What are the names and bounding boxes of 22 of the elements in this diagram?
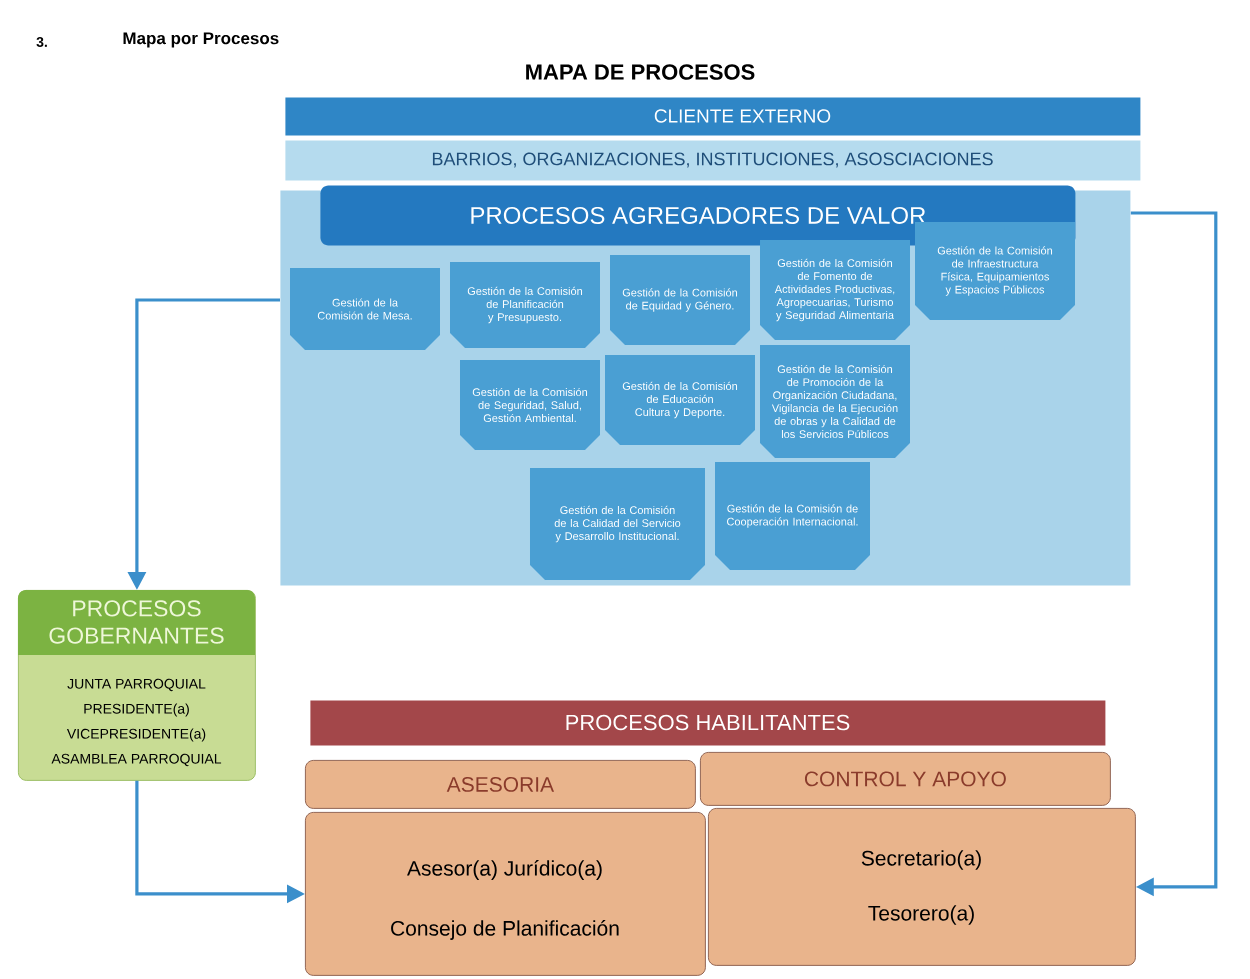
commission-box: Gestión de la Comisión de Seguridad, Salud, Gestión Ambiental.: [460, 360, 600, 450]
commission-box: Gestión de la Comisión de Fomento de Actividades Productivas, Agropecuarias, Turismo y Seguridad Alimentaria: [760, 240, 910, 340]
title-band: BARRIOS, ORGANIZACIONES, INSTITUCIONES, ASOSCIACIONES: [285, 140, 1141, 181]
commission-box: Gestión de la Comisión de Educación Cultura y Deporte.: [605, 355, 755, 445]
section-heading: Mapa por Procesos: [123, 32, 279, 48]
commission-box: Gestión de la Comisión de Infraestructura Física, Equipamientos y Espacios Públicos: [915, 222, 1075, 320]
header-band: PROCESOS HABILITANTES: [310, 700, 1106, 746]
header-box: CONTROL Y APOYO: [700, 752, 1111, 806]
process-box: Secretario(a) Tesorero(a): [708, 808, 1136, 966]
commission-box: Gestión de la Comisión de Planificación y Presupuesto.: [450, 262, 600, 348]
commission-box: Gestión de la Comisión de Mesa.: [290, 268, 440, 350]
header-box: ASESORIA: [305, 760, 696, 809]
arrow: [1130, 211, 1218, 897]
process-box: Asesor(a) Jurídico(a) Consejo de Planificación: [305, 812, 706, 976]
commission-box: Gestión de la Comisión de la Calidad del Servicio y Desarrollo Institucional.: [530, 468, 705, 580]
diagram-title: MAPA DE PROCESOS: [526, 64, 755, 80]
section-heading: 3.: [36, 37, 47, 47]
commission-box: Gestión de la Comisión de Cooperación Internacional.: [715, 462, 870, 570]
commission-box: Gestión de la Comisión de Promoción de la Organización Ciudadana, Vigilancia de la Ejecución de obras y la Calidad de los Servicios Públicos: [760, 345, 910, 458]
process-box: PROCESOS GOBERNANTES JUNTA PARROQUIAL PRESIDENTE(a) VICEPRESIDENTE(a) ASAMBLEA PARROQUIAL: [18, 590, 256, 781]
title-band: CLIENTE EXTERNO: [285, 97, 1141, 136]
commission-box: Gestión de la Comisión de Equidad y Género.: [610, 255, 750, 345]
